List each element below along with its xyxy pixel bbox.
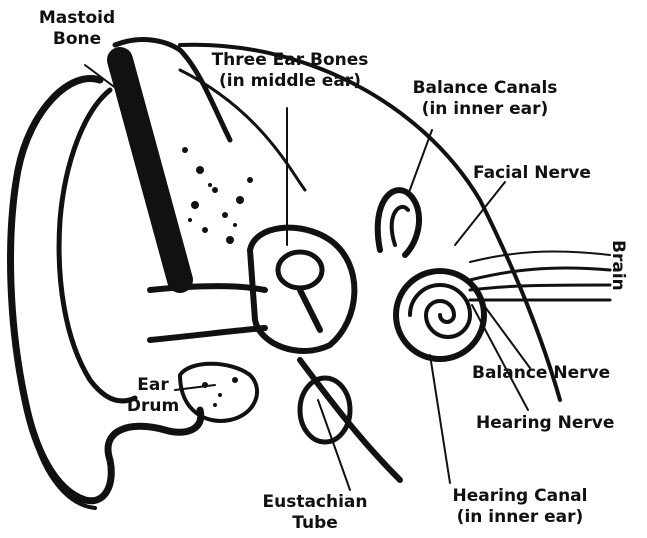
tube-chamber <box>300 378 350 442</box>
ear-lobe <box>30 420 95 508</box>
label-eustachian-line1: Eustachian <box>255 492 375 513</box>
leader-hearing-nerve <box>472 305 528 410</box>
label-balance-canals-line2: (in inner ear) <box>405 99 565 120</box>
label-balance-canals-line1: Balance Canals <box>405 78 565 99</box>
ear-canal-upper <box>150 286 265 290</box>
label-three-ear-bones: Three Ear Bones (in middle ear) <box>200 50 380 92</box>
label-ear-drum-line2: Drum <box>118 396 188 417</box>
label-mastoid-line2: Bone <box>22 29 132 50</box>
leader-balance-canals <box>408 130 432 195</box>
label-eustachian-tube: Eustachian Tube <box>255 492 375 534</box>
label-mastoid-bone: Mastoid Bone <box>22 8 132 50</box>
label-balance-nerve: Balance Nerve <box>472 363 610 384</box>
ear-canal-lower <box>150 328 265 340</box>
label-three-bones-line2: (in middle ear) <box>200 71 380 92</box>
leader-hearing-canal <box>430 355 450 483</box>
balance-canal-loop <box>378 190 419 255</box>
label-facial-nerve: Facial Nerve <box>473 163 591 184</box>
label-three-bones-line1: Three Ear Bones <box>200 50 380 71</box>
label-brain: Brain <box>607 240 628 291</box>
ear-bone <box>278 252 322 288</box>
nerve-bundle-4 <box>470 251 610 262</box>
cochlea-spiral <box>410 285 470 337</box>
label-balance-canals: Balance Canals (in inner ear) <box>405 78 565 120</box>
label-hearing-nerve: Hearing Nerve <box>476 413 614 434</box>
label-eustachian-line2: Tube <box>255 513 375 534</box>
ear-drum-region <box>180 364 257 421</box>
balance-canal-loop-2 <box>392 207 408 245</box>
label-hearing-canal: Hearing Canal (in inner ear) <box>440 486 600 528</box>
nerve-bundle-2 <box>470 285 610 290</box>
mastoid-bone-stripe <box>120 60 180 280</box>
label-hearing-canal-line1: Hearing Canal <box>440 486 600 507</box>
outer-ear-inner-fold <box>59 90 135 401</box>
label-hearing-canal-line2: (in inner ear) <box>440 507 600 528</box>
label-ear-drum: Ear Drum <box>118 375 188 417</box>
label-ear-drum-line1: Ear <box>118 375 188 396</box>
label-mastoid-line1: Mastoid <box>22 8 132 29</box>
leader-eustachian <box>318 400 350 490</box>
nerve-bundle <box>470 268 610 280</box>
ear-bone-stirrup <box>300 290 320 330</box>
